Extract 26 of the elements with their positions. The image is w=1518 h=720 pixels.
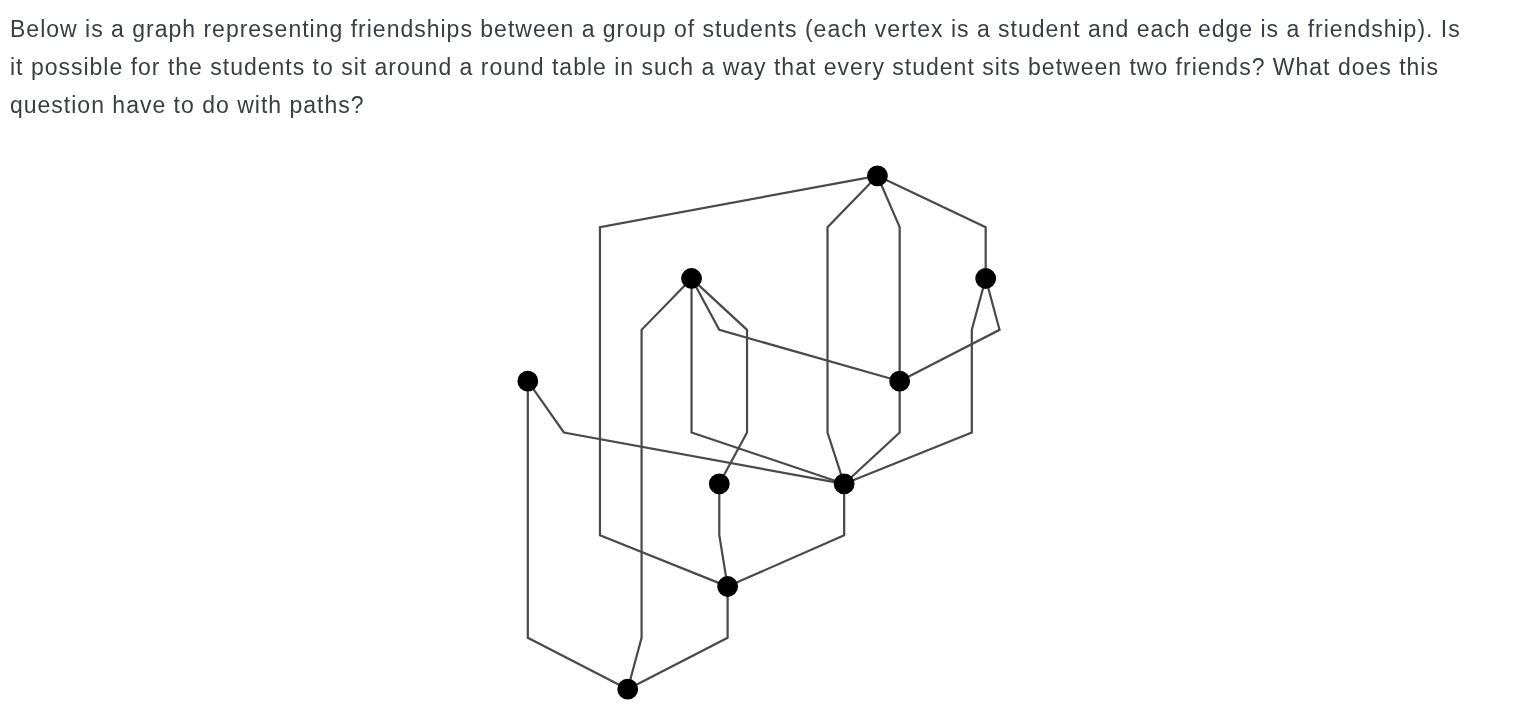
vertex-dot [617, 678, 639, 700]
edge-line [907, 287, 1002, 378]
vertex-dot [709, 473, 730, 495]
vertex-dot [717, 576, 739, 597]
edge-line [880, 184, 901, 372]
edge-line [885, 178, 987, 269]
edge-line [826, 182, 872, 475]
vertex-dot [681, 268, 703, 289]
edge-line [736, 493, 846, 584]
edge-line [690, 288, 836, 482]
question-text: Below is a graph representing friendships between a group of students (each vertex is a student and each edge is a friendship). Is it possible for the students to sit around a round table in such a way that every student sits between two friends? What does this question have to do with paths? [10, 15, 1462, 120]
edge-line [850, 390, 901, 479]
edge-line [852, 287, 985, 482]
vertex-dot [517, 370, 539, 392]
edge-line [718, 493, 728, 578]
edge-line [599, 176, 869, 584]
edge-line [698, 284, 749, 476]
edge-line [629, 284, 686, 681]
edge-line [636, 596, 729, 686]
edge-line [526, 390, 620, 686]
edge-line [695, 286, 891, 380]
vertex-dot [867, 165, 889, 187]
vertex-dot [833, 473, 855, 495]
vertex-dot [975, 268, 997, 289]
edge-line [532, 388, 835, 484]
vertex-dot [889, 370, 911, 392]
